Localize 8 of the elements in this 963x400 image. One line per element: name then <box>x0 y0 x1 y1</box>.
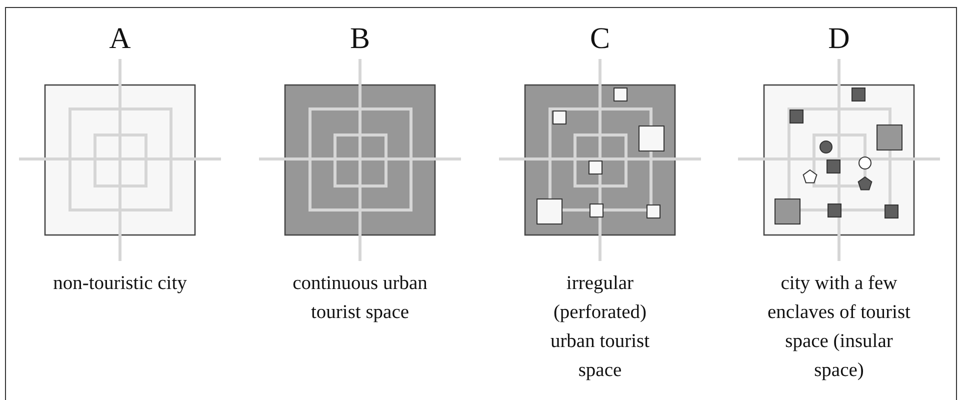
panel-letter: B <box>348 22 371 56</box>
panel-letter: D <box>827 22 851 56</box>
panel-letter: C <box>588 22 611 56</box>
panel-caption: non-touristic city <box>52 272 188 296</box>
panel-letter: A <box>108 22 132 56</box>
panel-caption: irregular (perforated) urban tourist space <box>549 272 651 383</box>
panel-caption: city with a few enclaves of tourist space (insular space) <box>766 272 912 383</box>
panel-caption: continuous urban tourist space <box>292 272 428 325</box>
